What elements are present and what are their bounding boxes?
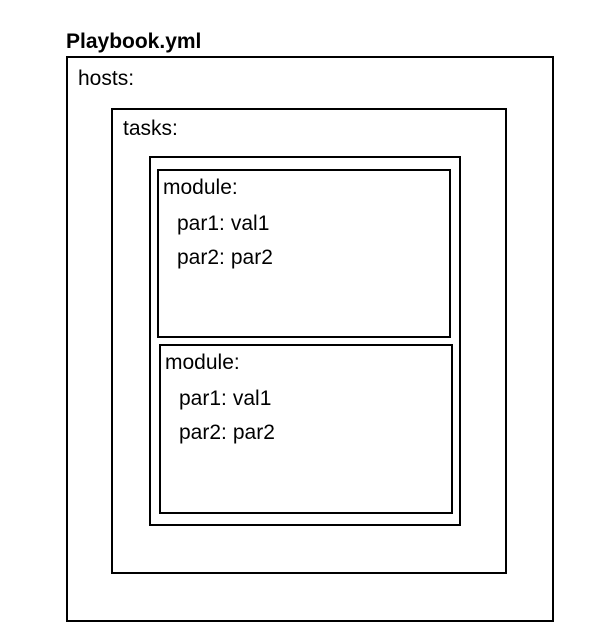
module-box: module: par1:val1 par2:par2 xyxy=(159,344,453,514)
modules-container: module: par1:val1 par2:par2 module: par1… xyxy=(149,156,461,526)
param-value: val1 xyxy=(230,212,270,235)
param-value: par2 xyxy=(230,246,273,269)
module-box: module: par1:val1 par2:par2 xyxy=(157,169,451,338)
module-label: module: xyxy=(163,176,238,199)
module-label: module: xyxy=(165,351,240,374)
module-param: par1:val1 xyxy=(177,211,269,237)
param-key: par2: xyxy=(179,421,227,444)
tasks-box: tasks: module: par1:val1 par2:par2 modul… xyxy=(111,108,507,574)
tasks-label: tasks: xyxy=(123,117,178,140)
param-key: par2: xyxy=(177,246,225,269)
hosts-label: hosts: xyxy=(78,67,135,90)
param-key: par1: xyxy=(177,212,225,235)
module-param: par1:val1 xyxy=(179,386,271,412)
param-value: par2 xyxy=(232,421,275,444)
diagram-title: Playbook.yml xyxy=(66,30,202,53)
param-value: val1 xyxy=(232,387,272,410)
module-param: par2:par2 xyxy=(177,245,273,271)
param-key: par1: xyxy=(179,387,227,410)
module-param: par2:par2 xyxy=(179,420,275,446)
hosts-box: hosts: tasks: module: par1:val1 par2:par… xyxy=(66,56,554,622)
